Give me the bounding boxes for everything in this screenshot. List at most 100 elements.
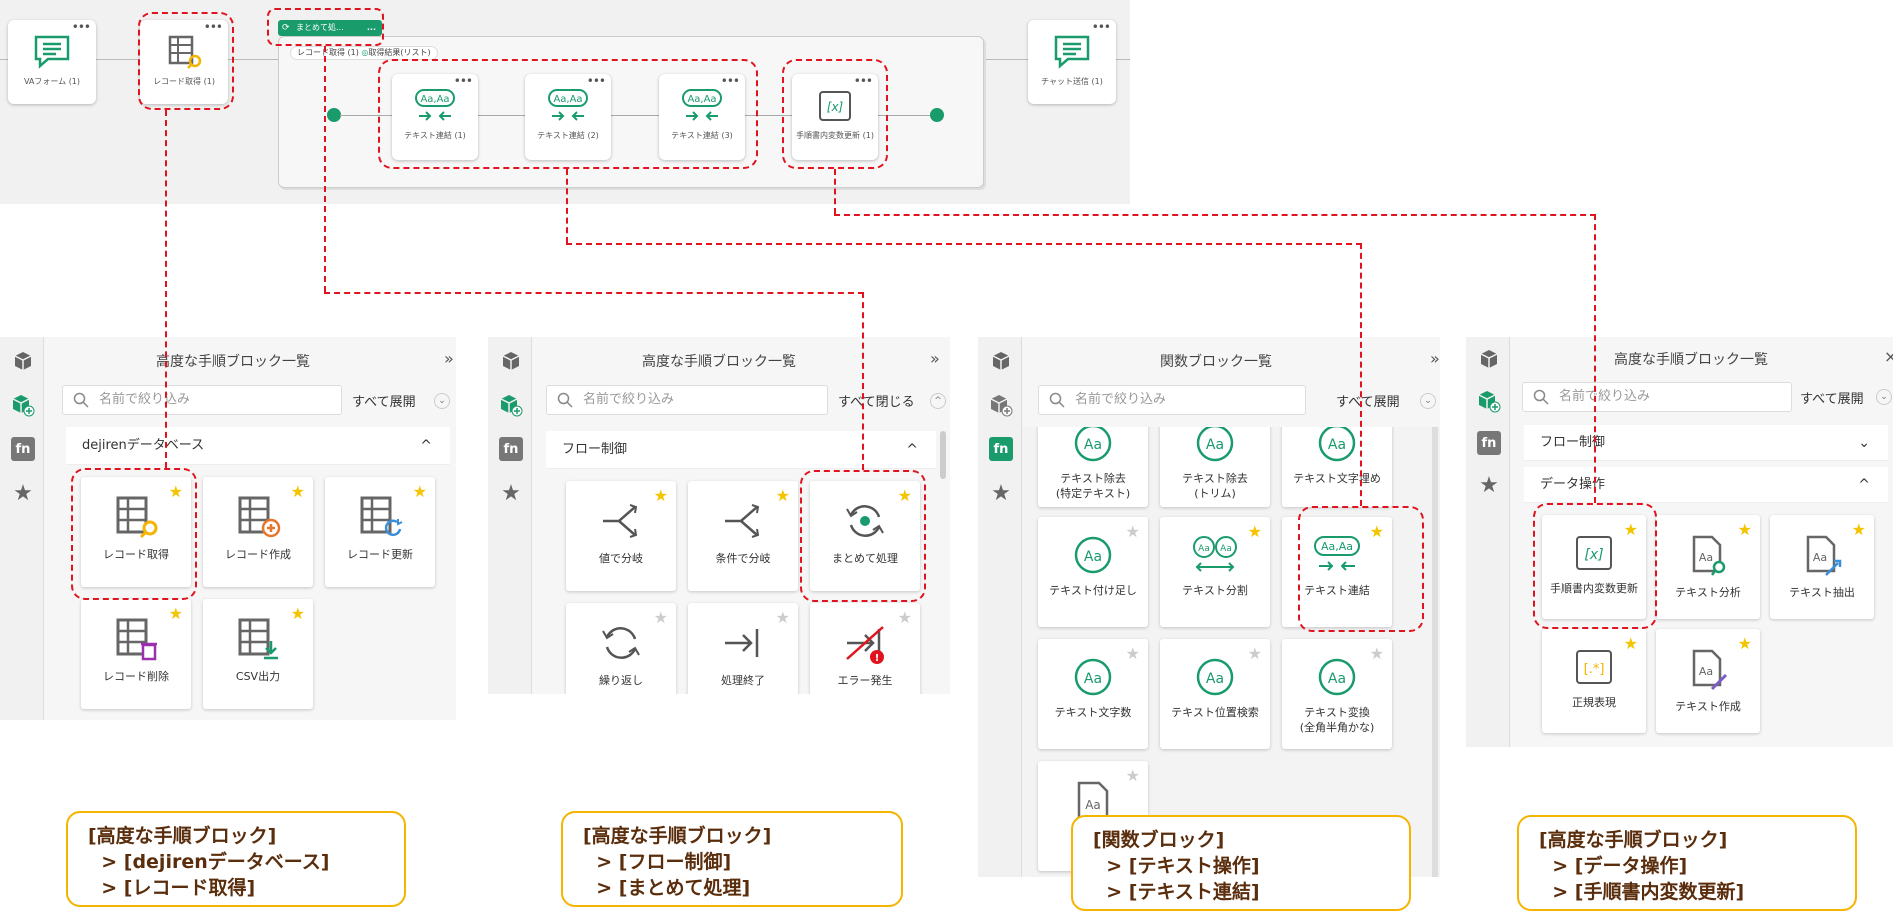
block-card-loop[interactable]: ★ 繰り返し <box>566 603 676 694</box>
block-card-text-remove-specific[interactable]: Aa テキスト除去 (特定テキスト) <box>1038 427 1148 507</box>
cube-add-icon[interactable] <box>1477 389 1501 413</box>
favorite-star-icon[interactable]: ★ <box>168 604 183 623</box>
favorite-star-icon[interactable]: ★ <box>1247 644 1262 663</box>
block-card-text-length[interactable]: ★ Aa テキスト文字数 <box>1038 639 1148 749</box>
flow-node-text-concat-1[interactable]: ••• Aa,Aa テキスト連結 (1) <box>392 74 478 160</box>
loop-menu-icon[interactable]: ... <box>366 23 376 32</box>
panel-collapse-icon[interactable]: × <box>1884 347 1893 366</box>
favorite-star-icon[interactable]: ★ <box>1737 520 1752 539</box>
flow-node-chat-send[interactable]: ••• チャット送信 (1) <box>1028 20 1116 104</box>
cube-icon[interactable] <box>989 349 1013 373</box>
flow-node-text-concat-2[interactable]: ••• Aa,Aa テキスト連結 (2) <box>525 74 611 160</box>
panel-collapse-icon[interactable]: » <box>930 349 940 368</box>
flow-node-va-form[interactable]: ••• VAフォーム (1) <box>8 20 96 104</box>
expand-all-button[interactable]: すべて展開 <box>1800 392 1864 407</box>
cube-icon[interactable] <box>11 349 35 373</box>
fn-icon[interactable]: fn <box>1477 431 1501 455</box>
node-menu-icon[interactable]: ••• <box>720 74 740 88</box>
cube-icon[interactable] <box>499 349 523 373</box>
section-data-ops[interactable]: データ操作^ <box>1524 467 1888 503</box>
fn-icon[interactable]: fn <box>499 437 523 461</box>
chevron-up-icon[interactable]: ^ <box>906 442 918 458</box>
block-card-text-extract[interactable]: ★ Aa テキスト抽出 <box>1770 515 1874 619</box>
block-card-text-position-search[interactable]: ★ Aa テキスト位置検索 <box>1160 639 1270 749</box>
flow-node-text-concat-3[interactable]: ••• Aa,Aa テキスト連結 (3) <box>659 74 745 160</box>
chevron-down-icon[interactable]: ⌄ <box>434 393 450 409</box>
search-input[interactable]: 名前で絞り込み <box>546 385 828 415</box>
chevron-down-icon[interactable]: ⌄ <box>1858 435 1870 451</box>
favorite-star-icon[interactable]: ★ <box>1125 522 1140 541</box>
block-card-var-update[interactable]: ★ [x] 手順書内変数更新 <box>1542 515 1646 619</box>
favorite-star-icon[interactable]: ★ <box>1125 766 1140 785</box>
favorite-star-icon[interactable]: ★ <box>1369 522 1384 541</box>
flow-node-var-update[interactable]: ••• [x] 手順書内変数更新 (1) <box>792 74 878 160</box>
node-menu-icon[interactable]: ••• <box>1091 20 1111 34</box>
scrollbar[interactable] <box>1432 427 1438 877</box>
star-icon[interactable]: ★ <box>13 480 33 506</box>
favorite-star-icon[interactable]: ★ <box>168 482 183 501</box>
block-card-text-pad[interactable]: Aa テキスト文字埋め <box>1282 427 1392 507</box>
block-card-record-create[interactable]: ★ レコード作成 <box>203 477 313 587</box>
scrollbar[interactable] <box>940 431 946 479</box>
fn-icon[interactable]: fn <box>989 437 1013 461</box>
flow-node-record-get[interactable]: ••• レコード取得 (1) <box>140 20 228 104</box>
favorite-star-icon[interactable]: ★ <box>653 608 668 627</box>
favorite-star-icon[interactable]: ★ <box>290 482 305 501</box>
chevron-down-icon[interactable]: ⌄ <box>1420 393 1436 409</box>
node-menu-icon[interactable]: ••• <box>203 20 223 34</box>
favorite-star-icon[interactable]: ★ <box>1851 520 1866 539</box>
block-card-raise-error[interactable]: ★ ! エラー発生 <box>810 603 920 694</box>
favorite-star-icon[interactable]: ★ <box>1369 644 1384 663</box>
node-menu-icon[interactable]: ••• <box>453 74 473 88</box>
block-card-branch-by-value[interactable]: ★ 値で分岐 <box>566 481 676 591</box>
favorite-star-icon[interactable]: ★ <box>290 604 305 623</box>
section-dejiren-db[interactable]: dejirenデータベース^ <box>66 427 450 465</box>
favorite-star-icon[interactable]: ★ <box>653 486 668 505</box>
favorite-star-icon[interactable]: ★ <box>1247 522 1262 541</box>
panel-collapse-icon[interactable]: » <box>1430 349 1440 368</box>
block-card-record-get[interactable]: ★ レコード取得 <box>81 477 191 587</box>
panel-collapse-icon[interactable]: » <box>444 349 454 368</box>
search-input[interactable]: 名前で絞り込み <box>1522 382 1792 412</box>
cube-add-icon[interactable] <box>499 393 523 417</box>
block-card-regex[interactable]: ★ [.*] 正規表現 <box>1542 629 1646 733</box>
block-card-branch-by-condition[interactable]: ★ 条件で分岐 <box>688 481 798 591</box>
chevron-up-icon[interactable]: ^ <box>930 393 946 409</box>
node-menu-icon[interactable]: ••• <box>586 74 606 88</box>
cube-add-icon[interactable] <box>989 393 1013 417</box>
block-card-text-remove-trim[interactable]: Aa テキスト除去 (トリム) <box>1160 427 1270 507</box>
favorite-star-icon[interactable]: ★ <box>1623 520 1638 539</box>
section-flow-control[interactable]: フロー制御^ <box>546 431 936 469</box>
star-icon[interactable]: ★ <box>991 480 1011 506</box>
block-card-batch-process[interactable]: ★ まとめて処理 <box>810 481 920 591</box>
favorite-star-icon[interactable]: ★ <box>412 482 427 501</box>
block-card-record-update[interactable]: ★ レコード更新 <box>325 477 435 587</box>
block-card-text-convert[interactable]: ★ Aa テキスト変換 (全角半角かな) <box>1282 639 1392 749</box>
section-flow-control[interactable]: フロー制御⌄ <box>1524 425 1888 461</box>
favorite-star-icon[interactable]: ★ <box>1737 634 1752 653</box>
cube-icon[interactable] <box>1477 347 1501 371</box>
chevron-up-icon[interactable]: ^ <box>1858 477 1870 493</box>
cube-add-icon[interactable] <box>11 393 35 417</box>
block-card-csv-export[interactable]: ★ CSV出力 <box>203 599 313 709</box>
star-icon[interactable]: ★ <box>501 480 521 506</box>
search-input[interactable]: 名前で絞り込み <box>1038 385 1306 415</box>
block-card-text-concat[interactable]: ★ Aa,Aa テキスト連結 <box>1282 517 1392 627</box>
search-input[interactable]: 名前で絞り込み <box>62 385 342 415</box>
expand-all-button[interactable]: すべて展開 <box>352 395 416 410</box>
chevron-up-icon[interactable]: ^ <box>420 438 432 454</box>
favorite-star-icon[interactable]: ★ <box>897 486 912 505</box>
favorite-star-icon[interactable]: ★ <box>897 608 912 627</box>
chevron-down-icon[interactable]: ⌄ <box>1876 389 1892 405</box>
block-card-text-create[interactable]: ★ Aa テキスト作成 <box>1656 629 1760 733</box>
star-icon[interactable]: ★ <box>1479 472 1499 498</box>
block-card-record-delete[interactable]: ★ レコード削除 <box>81 599 191 709</box>
block-card-end-process[interactable]: ★ 処理終了 <box>688 603 798 694</box>
favorite-star-icon[interactable]: ★ <box>1125 644 1140 663</box>
node-menu-icon[interactable]: ••• <box>71 20 91 34</box>
block-card-text-analyze[interactable]: ★ Aa テキスト分析 <box>1656 515 1760 619</box>
favorite-star-icon[interactable]: ★ <box>1623 634 1638 653</box>
favorite-star-icon[interactable]: ★ <box>775 608 790 627</box>
block-card-text-append[interactable]: ★ Aa テキスト付け足し <box>1038 517 1148 627</box>
